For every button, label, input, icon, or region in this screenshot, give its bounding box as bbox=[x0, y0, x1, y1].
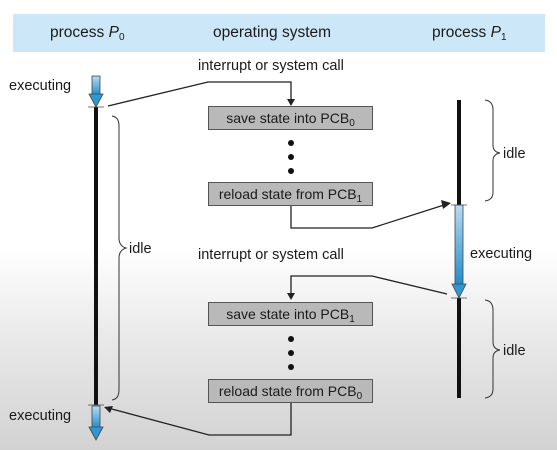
p0-idle-brace bbox=[111, 115, 128, 401]
process-p0-header: process P0 bbox=[50, 24, 125, 43]
arrowhead bbox=[287, 293, 295, 300]
arrowhead bbox=[441, 200, 451, 209]
p1-idle-brace-bottom bbox=[484, 299, 501, 399]
ellipsis-dot bbox=[288, 350, 294, 356]
save-pcb0-box: save state into PCB0 bbox=[208, 106, 373, 130]
reload-pcb0-box: reload state from PCB0 bbox=[208, 379, 373, 403]
p1-executing-label: executing bbox=[470, 246, 533, 262]
p0-executing-label-bottom: executing bbox=[9, 408, 72, 424]
arrowhead bbox=[104, 406, 113, 413]
connector-p1-to-os bbox=[290, 275, 448, 295]
ellipsis-dot bbox=[288, 364, 294, 370]
process-p1-header: process P1 bbox=[432, 24, 507, 43]
p1-executing-arrow bbox=[451, 204, 467, 299]
save-pcb1-box: save state into PCB1 bbox=[208, 302, 373, 326]
reload-pcb1-box: reload state from PCB1 bbox=[208, 182, 373, 206]
connector-os-to-p1 bbox=[290, 204, 445, 229]
ellipsis-dot bbox=[288, 336, 294, 342]
connector-p0-to-os bbox=[107, 81, 292, 107]
ellipsis-dot bbox=[288, 168, 294, 174]
ellipsis-dot bbox=[288, 140, 294, 146]
operating-system-header: operating system bbox=[213, 24, 332, 41]
header-bar bbox=[13, 14, 545, 52]
p1-idle-label-top: idle bbox=[503, 146, 526, 162]
interrupt-label-1: interrupt or system call bbox=[198, 58, 344, 74]
connector-os-to-p0 bbox=[107, 403, 292, 436]
p0-executing-arrow-top bbox=[88, 75, 104, 108]
p0-executing-label-top: executing bbox=[9, 78, 72, 94]
p0-idle-label: idle bbox=[129, 241, 152, 257]
p1-idle-label-bottom: idle bbox=[503, 343, 526, 359]
interrupt-label-2: interrupt or system call bbox=[198, 247, 344, 263]
ellipsis-dot bbox=[288, 154, 294, 160]
p0-executing-arrow-bottom bbox=[88, 405, 104, 441]
p1-idle-brace-top bbox=[484, 99, 501, 202]
arrowhead bbox=[287, 99, 295, 106]
